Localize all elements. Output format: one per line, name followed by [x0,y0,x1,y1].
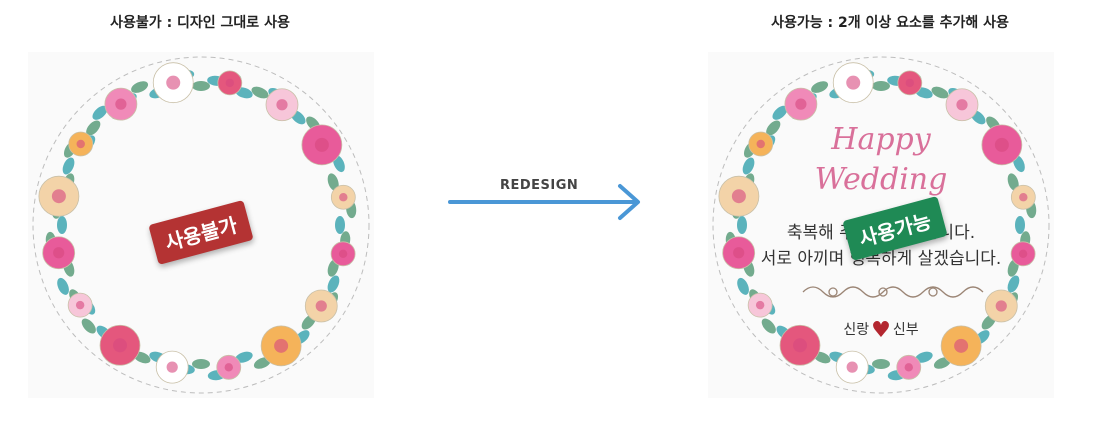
leaf-shape [737,216,747,234]
flower-center-shape [795,98,807,110]
flower-center-shape [166,75,181,90]
leaf-shape [761,318,776,334]
leaf-shape [872,359,890,369]
leaf-shape [811,81,829,93]
leaf-shape [1015,216,1025,234]
flower-center-shape [733,247,745,259]
leaf-shape [62,157,75,175]
flower-center-shape [994,137,1009,152]
flower-center-shape [315,300,327,312]
flower-center-shape [793,338,808,353]
floral-wreath-illustration [32,56,370,394]
leaf-shape [131,81,149,93]
leaf-shape [86,120,101,136]
leaf-shape [772,105,788,120]
wreath-panel-original: 사용불가 [28,52,374,398]
leaf-shape [872,81,890,91]
flower-center-shape [954,338,969,353]
leaf-shape [931,86,949,99]
flower-center-shape [113,338,128,353]
leaf-shape [92,105,108,120]
flower-center-shape [904,363,913,372]
flower-center-shape [224,363,233,372]
flower-center-shape [731,189,746,204]
leaf-shape [57,277,69,295]
flower-center-shape [314,137,329,152]
heading-usable: 사용가능 : 2개 이상 요소를 추가해 사용 [771,15,1009,31]
leaf-shape [192,81,210,91]
arrow-right-icon [448,184,640,220]
heading-unusable: 사용불가 : 디자인 그대로 사용 [110,15,290,31]
heart-icon: ♥ [871,318,891,343]
flower-center-shape [166,361,178,373]
leaf-shape [327,275,340,293]
leaf-shape [737,277,749,295]
leaf-shape [915,351,933,363]
floral-wreath-illustration [712,56,1050,394]
leaf-shape [766,120,781,136]
flower-center-shape [905,78,915,88]
leaf-shape [1007,173,1019,191]
flower-center-shape [846,361,858,373]
wreath-panel-redesigned: Happy Wedding 축복해 주셔서 감사합니다. 서로 아끼며 행복하게… [708,52,1054,398]
flower-center-shape [956,99,968,111]
leaf-shape [251,86,269,99]
leaf-shape [57,216,67,234]
leaf-shape [335,216,345,234]
flower-center-shape [51,189,66,204]
title-wedding: Wedding [814,162,948,197]
leaf-shape [192,359,210,369]
title-happy: Happy [831,122,931,157]
flower-center-shape [225,78,235,88]
bride-label: 신부 [892,322,919,338]
flower-center-shape [53,247,65,259]
flower-center-shape [339,193,348,202]
flower-center-shape [1019,193,1028,202]
flower-center-shape [338,249,348,259]
leaf-shape [235,351,253,363]
couple-names: 신랑♥신부 [708,318,1054,343]
leaf-shape [327,173,339,191]
flower-center-shape [276,99,288,111]
leaf-shape [1007,275,1020,293]
flower-center-shape [1018,249,1028,259]
leaf-shape [742,157,755,175]
flower-center-shape [995,300,1007,312]
flower-center-shape [274,338,289,353]
flower-center-shape [755,300,765,310]
flower-center-shape [75,300,85,310]
redesign-label: REDESIGN [500,178,579,193]
flower-center-shape [115,98,127,110]
ornament-divider [802,286,984,298]
flower-center-shape [756,139,765,149]
leaf-shape [81,318,96,334]
message-line-2: 서로 아끼며 행복하게 살겠습니다. [760,249,1002,269]
flower-center-shape [846,75,861,90]
groom-label: 신랑 [843,322,870,338]
flower-center-shape [76,139,85,149]
